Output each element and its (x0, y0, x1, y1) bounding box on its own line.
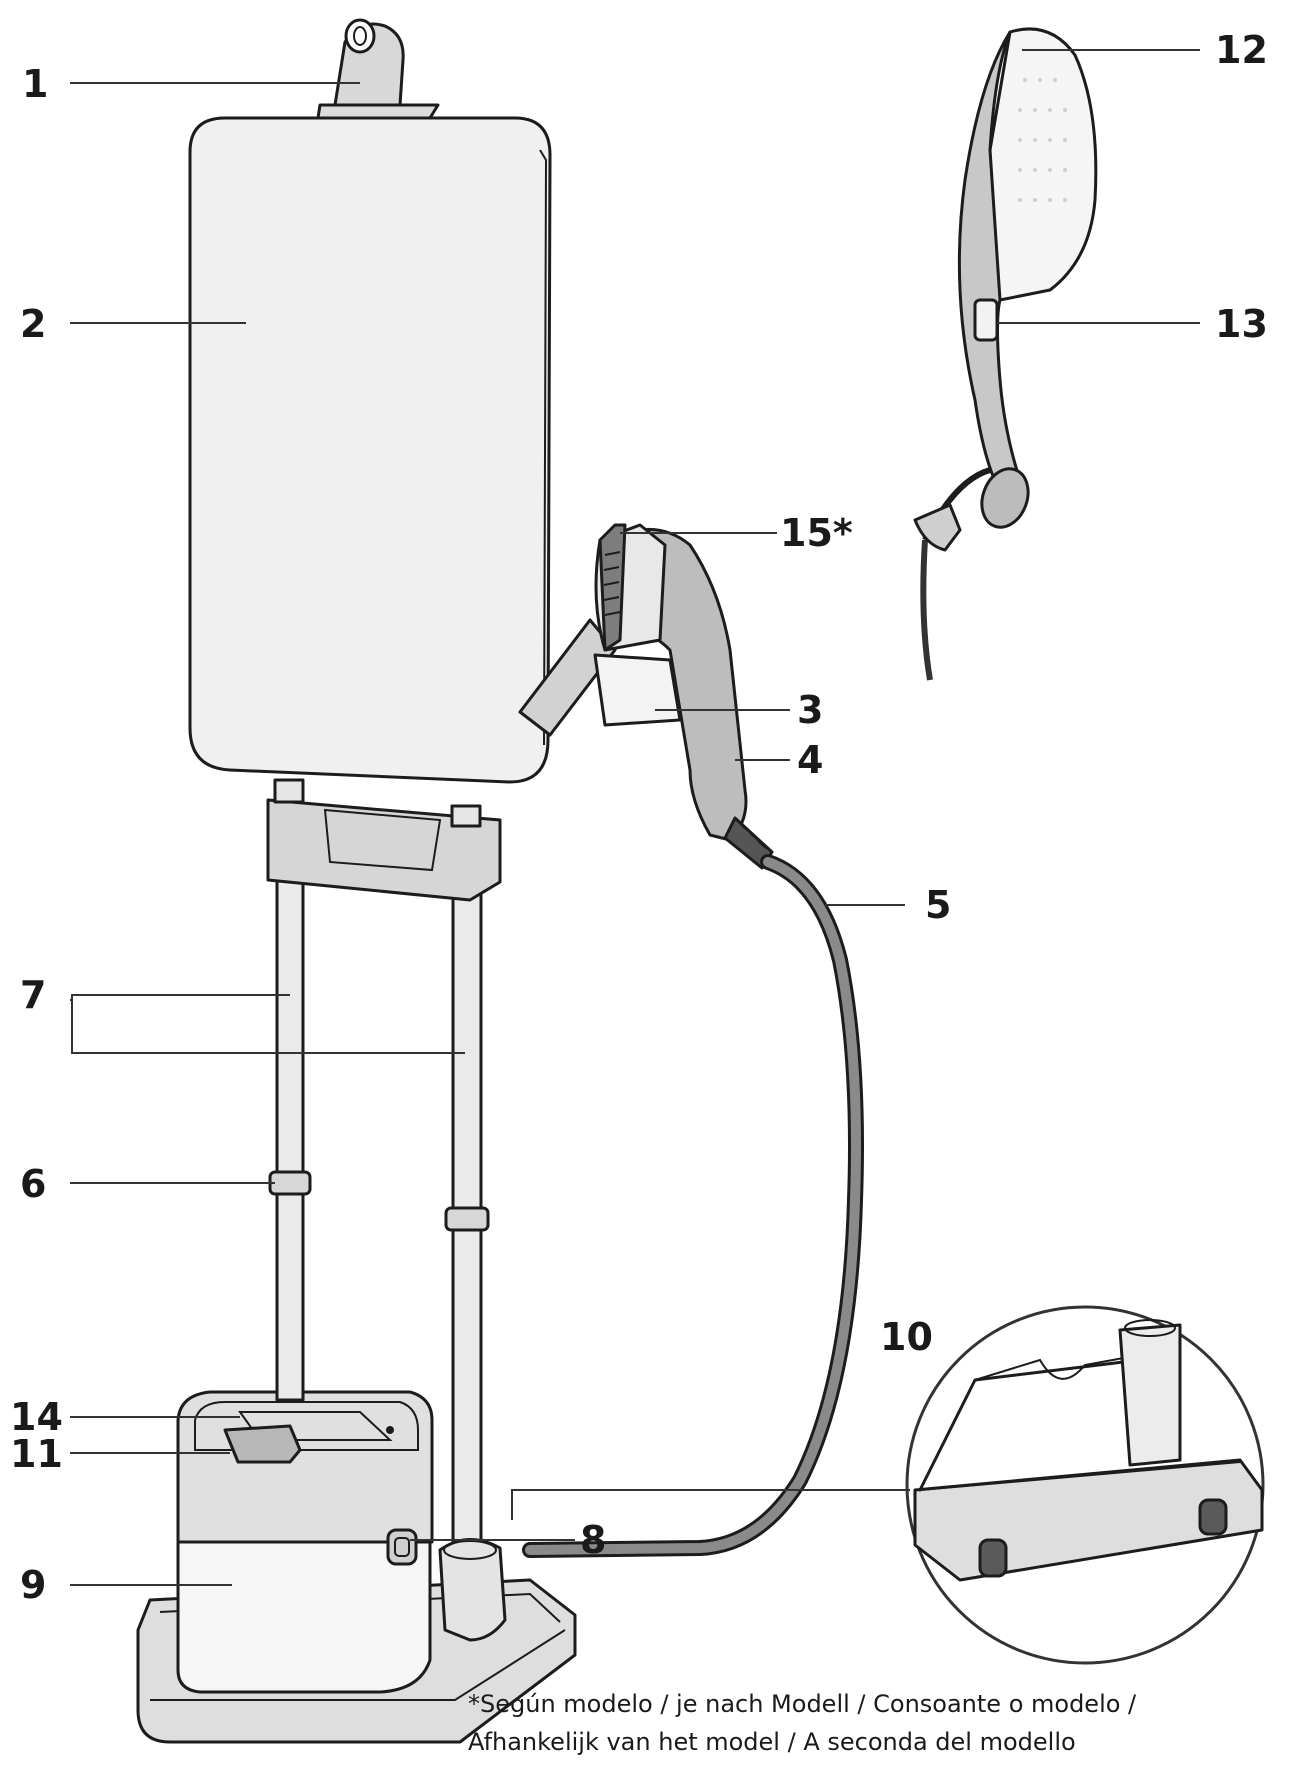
garment-board (188, 116, 552, 784)
footnote-line-2: Afhankelijk van het model / A seconda de… (468, 1728, 1076, 1756)
pole-clip-left (268, 1170, 312, 1196)
label-13: 13 (1215, 302, 1268, 346)
label-8: 8 (580, 1518, 606, 1562)
footnote: *Según modelo / je nach Modell / Consoan… (468, 1690, 1137, 1756)
label-6: 6 (20, 1162, 46, 1206)
label-2: 2 (20, 302, 46, 346)
label-15: 15* (780, 511, 853, 555)
label-11: 11 (10, 1432, 63, 1476)
steamer-holder (593, 653, 682, 727)
footnote-line-1: *Según modelo / je nach Modell / Consoan… (468, 1690, 1137, 1718)
label-3: 3 (797, 688, 823, 732)
leader-lines (70, 49, 1200, 1586)
label-12: 12 (1215, 28, 1268, 72)
hanger-hook (316, 18, 440, 120)
handheld-steamer (593, 523, 774, 870)
pole-right (451, 818, 483, 1562)
iron-button (973, 298, 999, 342)
label-9: 9 (20, 1563, 46, 1607)
label-14: 14 (10, 1395, 63, 1439)
pole-left (275, 798, 305, 1402)
water-tank (176, 1538, 432, 1694)
wheel-left (978, 1538, 1008, 1578)
holder-arm (518, 618, 617, 737)
part-labels: 1 2 3 4 5 6 7 8 9 10 11 12 13 14 15* (10, 28, 1268, 1607)
hose-holder (386, 1528, 418, 1566)
steam-hose (522, 854, 864, 1558)
wheel-detail-circle (905, 1305, 1265, 1665)
board-bracket (266, 778, 502, 902)
label-5: 5 (925, 883, 951, 927)
wheel-right (1198, 1498, 1228, 1536)
boiler-housing (176, 1390, 434, 1544)
steamer-brush (598, 523, 627, 652)
boiler-handle (223, 1424, 302, 1464)
label-4: 4 (797, 738, 823, 782)
label-10: 10 (880, 1315, 933, 1359)
iron-accessory (913, 27, 1098, 681)
label-7: 7 (20, 973, 46, 1017)
label-1: 1 (22, 62, 48, 106)
iron-soleplate (982, 27, 1098, 302)
pole-clip-right (444, 1206, 490, 1232)
